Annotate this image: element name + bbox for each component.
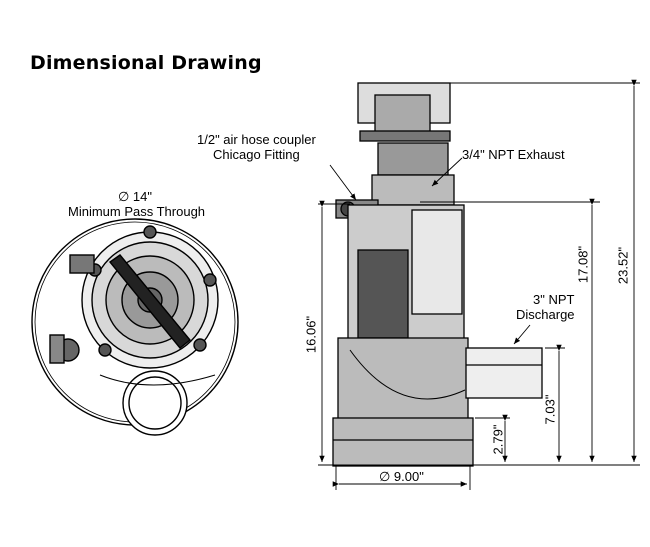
pump-volute bbox=[337, 337, 469, 421]
top-view bbox=[31, 218, 239, 436]
pump-base bbox=[332, 417, 474, 467]
dim-discharge-height: 7.03" bbox=[542, 394, 558, 425]
dimension-lines bbox=[318, 79, 640, 490]
side-view bbox=[332, 82, 543, 467]
discharge-pipe bbox=[465, 347, 543, 399]
diameter-label: ∅ 14" bbox=[118, 189, 153, 204]
discharge-ring bbox=[122, 370, 188, 436]
pass-through-label: Minimum Pass Through bbox=[68, 204, 206, 219]
discharge-label-line1: 3" NPT bbox=[533, 292, 575, 307]
exhaust-label: 3/4" NPT Exhaust bbox=[462, 147, 565, 162]
page-title: Dimensional Drawing bbox=[30, 52, 262, 74]
dim-base-width: ∅ 9.00" bbox=[379, 469, 424, 484]
dim-base-height: 2.79" bbox=[490, 424, 506, 455]
air-hose-label-line2: Chicago Fitting bbox=[213, 147, 300, 162]
dim-height-left: 16.06" bbox=[303, 315, 319, 354]
discharge-label-line2: Discharge bbox=[516, 307, 575, 322]
dim-height-to-coupler: 17.08" bbox=[575, 245, 591, 284]
air-hose-label-line1: 1/2" air hose coupler bbox=[197, 132, 316, 147]
dim-overall-height: 23.52" bbox=[615, 246, 631, 285]
